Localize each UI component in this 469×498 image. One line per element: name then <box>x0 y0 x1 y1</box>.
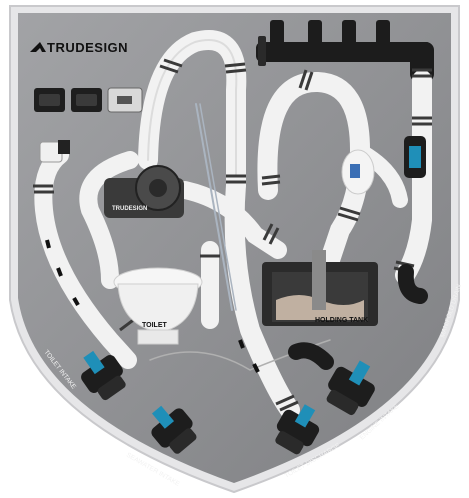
toilet-label: TOILET <box>142 322 167 329</box>
holding-tank-label: HOLDING TANK <box>315 317 368 324</box>
toilet-icon: TOILET <box>113 267 203 345</box>
manifold-drain-elbow <box>397 264 428 304</box>
logo-text: TRUDESIGN <box>47 40 128 55</box>
pump-icon: TRUDESIGN <box>104 165 184 218</box>
hose-toilet-intake <box>34 146 137 369</box>
thin-line-1 <box>195 103 233 311</box>
svg-text:TRUDESIGN: TRUDESIGN <box>112 206 147 212</box>
small-valve-icon <box>39 140 70 163</box>
hose-markings <box>45 239 260 373</box>
valve-engine-intake <box>288 342 375 416</box>
brand-logo: TRUDESIGN <box>30 40 128 55</box>
hose-pump-toilet <box>79 151 139 289</box>
valve-toilet-intake: valve-icon <box>81 350 126 401</box>
hose-vented-loop <box>257 72 371 270</box>
strainer-icon <box>404 136 426 178</box>
vented-loop-icon <box>341 149 375 195</box>
hose-discharge <box>224 175 300 420</box>
valve-toilet-discharge <box>275 404 320 455</box>
hose-clamps <box>33 58 432 412</box>
thin-line-2 <box>199 103 237 311</box>
valve-sea-water-intake <box>151 405 197 454</box>
logo-mark-icon <box>30 42 46 52</box>
holding-tank: HOLDING TANK <box>262 250 378 326</box>
switch-panels <box>34 87 143 113</box>
